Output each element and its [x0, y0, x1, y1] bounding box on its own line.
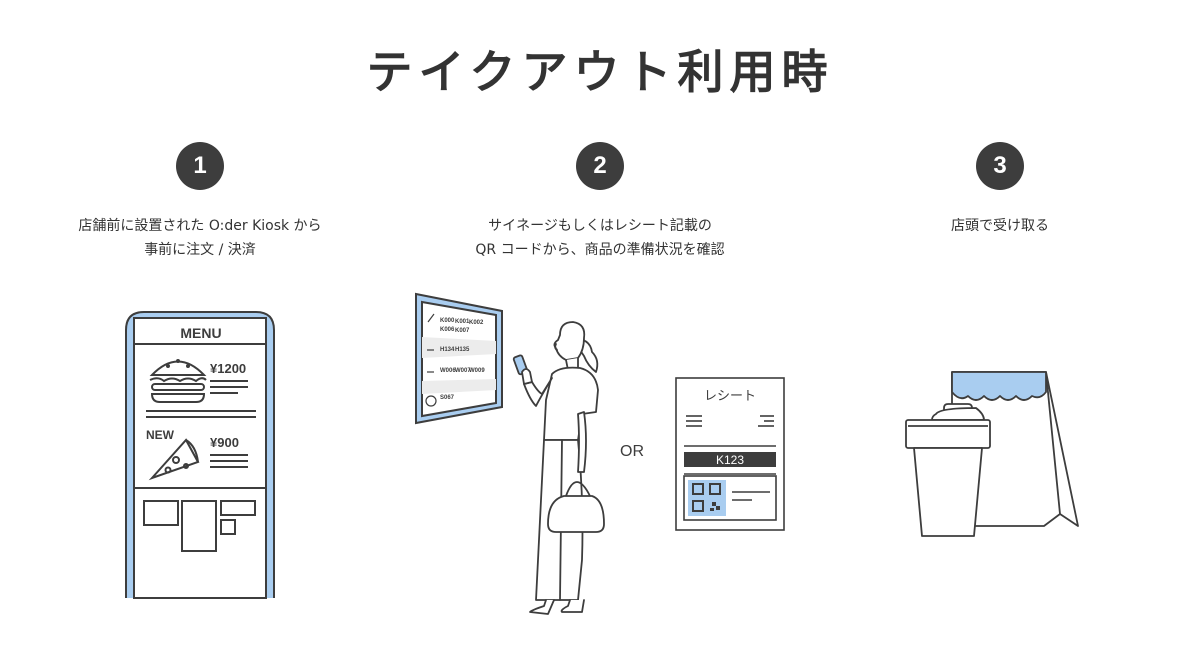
signage-code: K006	[440, 327, 455, 333]
kiosk-price-1: ¥1200	[210, 361, 246, 376]
kiosk-menu-label: MENU	[180, 325, 221, 341]
signage-food-icons	[425, 313, 437, 407]
signage-code: H135	[455, 347, 470, 353]
step-1-badge: 1	[176, 142, 224, 190]
step-1-description: 店舗前に設置された O:der Kiosk から 事前に注文 / 決済	[30, 214, 370, 262]
signage-code: W006	[440, 368, 456, 374]
step-3-description: 店頭で受け取る	[830, 214, 1170, 238]
step-2-description: サイネージもしくはレシート記載の QR コードから、商品の準備状況を確認	[430, 214, 770, 262]
signage-code: W009	[469, 368, 485, 374]
pizza-icon	[148, 438, 200, 481]
page-title: テイクアウト利用時	[366, 45, 834, 99]
step-3-badge: 3	[976, 142, 1024, 190]
step-2-line-1: サイネージもしくはレシート記載の	[488, 218, 712, 234]
step-3-line-1: 店頭で受け取る	[951, 218, 1049, 234]
kiosk-illustration: MENU ¥1200 NEW ¥900	[125, 311, 275, 599]
signage-codes: K000 K001 K002 K006 K007 H134 H135 W006 …	[440, 318, 485, 401]
step-2-line-2: QR コードから、商品の準備状況を確認	[475, 242, 725, 258]
kiosk-price-2: ¥900	[210, 435, 239, 450]
step-1-line-2: 事前に注文 / 決済	[144, 242, 256, 258]
step-1-line-1: 店舗前に設置された O:der Kiosk から	[78, 218, 322, 234]
receipt-illustration: レシート K123	[675, 377, 785, 531]
or-label: OR	[620, 443, 644, 460]
burger-icon	[149, 359, 207, 403]
signage-code: K007	[455, 328, 470, 334]
signage-code: S067	[440, 395, 455, 401]
receipt-title: レシート	[704, 389, 756, 404]
signage-code: K001	[455, 319, 470, 325]
customer-illustration	[512, 321, 605, 615]
signage-code: W007	[455, 368, 471, 374]
signage-code: H134	[440, 347, 455, 353]
kiosk-new-label: NEW	[146, 428, 175, 442]
qr-code-icon	[688, 480, 726, 516]
receipt-order-code: K123	[716, 453, 744, 467]
signage-code: K002	[469, 320, 484, 326]
takeout-illustration	[905, 371, 1079, 537]
signage-code: K000	[440, 318, 455, 324]
step-2-badge: 2	[576, 142, 624, 190]
signage-illustration	[415, 292, 503, 425]
